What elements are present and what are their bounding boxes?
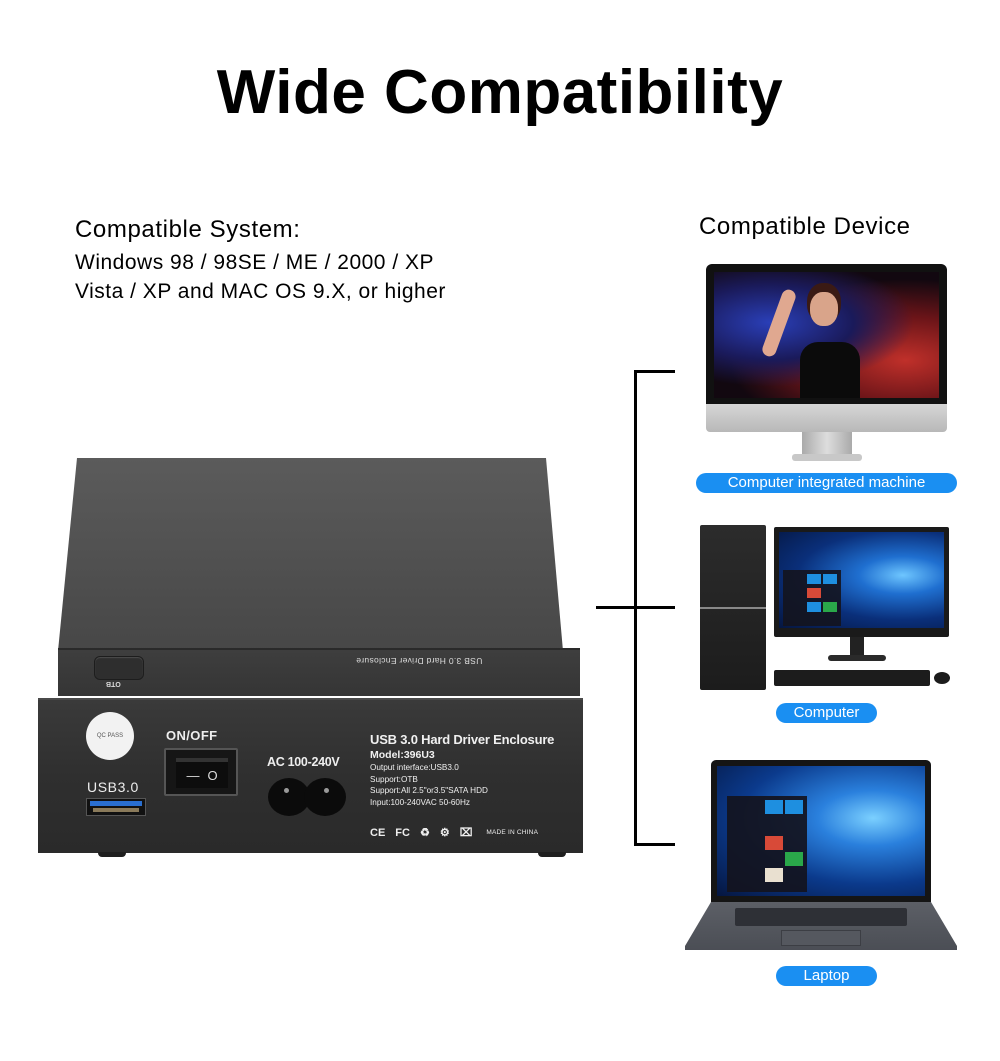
enclosure-front-panel: QC PASS USB3.0 ON/OFF — O AC 100-240V US… [38, 698, 583, 857]
qc-sticker-icon: QC PASS [86, 712, 134, 760]
keyboard [774, 670, 930, 686]
rohs-icon: ⚙ [439, 827, 450, 839]
power-switch-label: ON/OFF [166, 728, 218, 743]
device-label-laptop: Laptop [776, 966, 877, 986]
lid-printed-text: USB 3.0 Hard Driver Enclosure [356, 656, 483, 666]
bracket-connector-middle [596, 606, 675, 609]
compatible-system-block: Compatible System: Windows 98 / 98SE / M… [75, 214, 446, 306]
spec-line: Support:OTB [370, 774, 418, 784]
page-title: Wide Compatibility [216, 58, 784, 127]
enclosure-foot [538, 852, 566, 857]
spec-title: USB 3.0 Hard Driver Enclosure [370, 732, 555, 747]
compatible-system-line: Vista / XP and MAC OS 9.X, or higher [75, 280, 446, 303]
ce-mark-icon: CE [370, 826, 386, 839]
rocker-switch-icon: — O [164, 748, 238, 796]
enclosure-foot [98, 852, 126, 857]
desktop-computer-icon [700, 525, 950, 690]
switch-on-symbol: O [207, 767, 218, 783]
made-in-label: MADE IN CHINA [486, 829, 539, 836]
spec-label: USB 3.0 Hard Driver Enclosure Model:396U… [370, 732, 554, 808]
singer-wallpaper-image [714, 272, 939, 398]
hdd-enclosure-product: OTB USB 3.0 Hard Driver Enclosure QC PAS… [38, 458, 583, 858]
pc-tower [700, 525, 766, 690]
switch-off-symbol: — [186, 767, 200, 783]
otb-label: OTB [106, 680, 121, 687]
bracket-connector-top [634, 370, 675, 373]
power-input-label: AC 100-240V [267, 755, 340, 769]
weee-bin-icon: ⌧ [459, 827, 473, 839]
enclosure-top-lid [58, 458, 563, 651]
recycle-icon: ♻ [419, 827, 430, 839]
certification-row: CE FC ♻ ⚙ ⌧ MADE IN CHINA [370, 826, 539, 840]
fcc-mark-icon: FC [395, 826, 410, 839]
compatible-system-line: Windows 98 / 98SE / ME / 2000 / XP [75, 251, 434, 274]
all-in-one-computer-icon [706, 264, 947, 464]
compatible-device-heading: Compatible Device [699, 213, 911, 240]
monitor [774, 527, 949, 637]
spec-model: Model:396U3 [370, 749, 435, 761]
enclosure-lid-front: OTB USB 3.0 Hard Driver Enclosure [58, 648, 580, 696]
ac-power-socket-icon [268, 778, 346, 816]
device-label-all-in-one: Computer integrated machine [696, 473, 957, 493]
bracket-connector-bottom [634, 843, 675, 846]
compatible-system-heading: Compatible System: [75, 216, 301, 243]
device-label-computer: Computer [776, 703, 877, 723]
spec-line: Output interface:USB3.0 [370, 763, 459, 772]
laptop-icon [685, 760, 957, 952]
spec-line: Support:All 2.5"or3.5"SATA HDD [370, 786, 488, 795]
usb-port-icon [86, 798, 146, 816]
spec-line: Input:100-240VAC 50-60Hz [370, 797, 470, 807]
usb-port-label: USB3.0 [87, 779, 139, 795]
otb-button [94, 656, 144, 680]
mouse [934, 672, 950, 684]
